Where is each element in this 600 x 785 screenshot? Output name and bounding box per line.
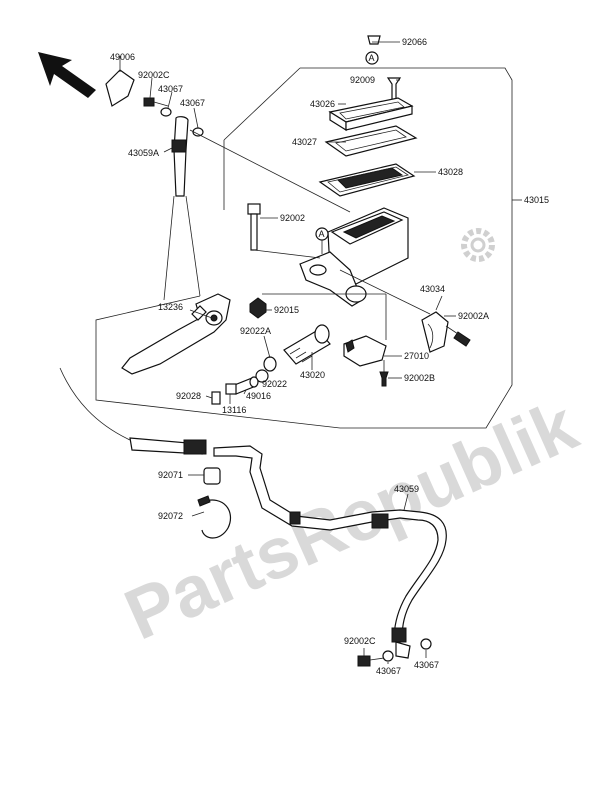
part-92072-clip bbox=[197, 495, 232, 539]
label-43067-c: 43067 bbox=[376, 666, 401, 676]
part-13116-collar bbox=[225, 383, 237, 395]
label-92002C-top: 92002C bbox=[138, 70, 170, 80]
label-92072: 92072 bbox=[158, 511, 183, 521]
part-43027-plate bbox=[324, 125, 418, 157]
part-92028-pin bbox=[211, 391, 221, 405]
label-92028: 92028 bbox=[176, 391, 201, 401]
part-43067-washer-d bbox=[420, 638, 432, 650]
label-92009: 92009 bbox=[350, 75, 375, 85]
part-27010-switch bbox=[343, 335, 387, 372]
part-92009-screw bbox=[386, 77, 402, 101]
callout-labels: 49006 92002C 43067 43067 43059A 92066 92… bbox=[110, 37, 549, 676]
watermark-gear-icon bbox=[461, 228, 495, 262]
part-43067-washer-a bbox=[160, 107, 172, 117]
label-43067-a: 43067 bbox=[158, 84, 183, 94]
label-13116: 13116 bbox=[222, 405, 246, 415]
part-13236-clutch-lever bbox=[121, 293, 231, 375]
label-92071: 92071 bbox=[158, 470, 183, 480]
label-43059A: 43059A bbox=[128, 148, 159, 158]
label-92002B: 92002B bbox=[404, 373, 435, 383]
part-43015-master-cylinder-body bbox=[299, 207, 409, 307]
part-92002C-top-bolt bbox=[143, 97, 169, 107]
ref-a-marker-body: A bbox=[315, 227, 329, 254]
label-49016: 49016 bbox=[246, 391, 271, 401]
label-43028: 43028 bbox=[438, 167, 463, 177]
label-43027: 43027 bbox=[292, 137, 317, 147]
label-43015: 43015 bbox=[524, 195, 549, 205]
part-43028-diaphragm bbox=[318, 163, 416, 197]
label-92022: 92022 bbox=[262, 379, 287, 389]
part-lower-banjo-fitting bbox=[59, 367, 207, 455]
part-92022A-cup bbox=[263, 356, 277, 372]
label-43020: 43020 bbox=[300, 370, 325, 380]
part-43034-clamp bbox=[339, 269, 449, 353]
svg-text:A: A bbox=[369, 53, 375, 63]
label-49006: 49006 bbox=[110, 52, 135, 62]
label-13236: 13236 bbox=[158, 302, 183, 312]
label-92015: 92015 bbox=[274, 305, 299, 315]
label-92002: 92002 bbox=[280, 213, 305, 223]
label-92066: 92066 bbox=[402, 37, 427, 47]
part-43026-cap bbox=[328, 97, 414, 132]
leader-lines bbox=[119, 41, 522, 664]
ref-a-marker-top: A bbox=[365, 51, 379, 65]
assembly-boundary bbox=[95, 67, 513, 429]
part-92002-bolt bbox=[247, 203, 321, 259]
label-43067-d: 43067 bbox=[414, 660, 439, 670]
part-92015-nut bbox=[249, 297, 267, 319]
label-92002C-bottom: 92002C bbox=[344, 636, 376, 646]
part-43059A-hose bbox=[163, 116, 201, 301]
label-27010: 27010 bbox=[404, 351, 429, 361]
part-92066-screw bbox=[367, 35, 381, 45]
label-92002A: 92002A bbox=[458, 311, 489, 321]
svg-text:A: A bbox=[319, 229, 325, 239]
label-43059: 43059 bbox=[394, 484, 419, 494]
part-92002B-screw bbox=[379, 371, 389, 387]
part-43059-hose bbox=[213, 445, 447, 659]
part-92071-boot bbox=[203, 467, 221, 485]
label-92022A: 92022A bbox=[240, 326, 271, 336]
label-43026: 43026 bbox=[310, 99, 335, 109]
front-direction-arrow-icon bbox=[38, 52, 96, 98]
label-43067-b: 43067 bbox=[180, 98, 205, 108]
part-49006-banjo bbox=[105, 58, 135, 107]
part-43020-piston-kit bbox=[283, 324, 331, 365]
part-43067-washer-c bbox=[382, 650, 394, 662]
part-92002A-bolt bbox=[445, 325, 471, 347]
part-92002C-bottom-bolt bbox=[357, 655, 385, 667]
label-43034: 43034 bbox=[420, 284, 445, 294]
